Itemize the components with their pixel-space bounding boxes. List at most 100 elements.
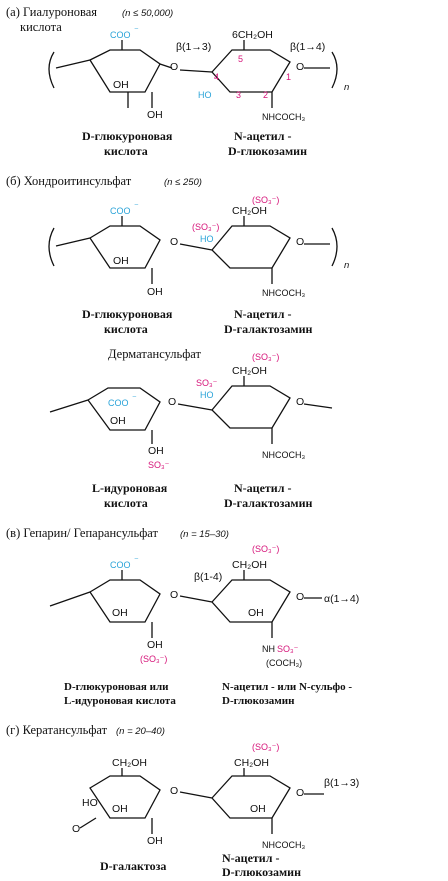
svg-text:OH: OH <box>250 803 266 815</box>
svg-text:O: O <box>296 787 304 799</box>
ring-left <box>87 387 161 431</box>
svg-text:OH: OH <box>112 607 128 619</box>
svg-text:OH: OH <box>147 835 163 847</box>
section-keratan: (г) Кератансульфат (n = 20–40) (SO₃⁻) CH… <box>6 723 359 879</box>
svg-text:5: 5 <box>238 54 243 64</box>
section-a-title-2: кислота <box>20 20 62 34</box>
linkage-2: α(1→4) <box>324 593 359 605</box>
ho-label: HO <box>198 90 212 100</box>
svg-text:CH₂OH: CH₂OH <box>112 757 147 769</box>
svg-text:CH₂OH: CH₂OH <box>234 757 269 769</box>
svg-text:SO₃⁻: SO₃⁻ <box>148 460 170 470</box>
linkage-2: β(1→3) <box>324 777 359 789</box>
oh-label-2: OH <box>147 109 163 121</box>
svg-text:n: n <box>344 260 349 271</box>
section-b-title: (б) Хондроитинсульфат <box>6 174 132 188</box>
ring-right <box>211 579 291 623</box>
coo-label: COO <box>110 30 131 40</box>
svg-text:O: O <box>170 589 178 601</box>
svg-text:(SO₃⁻): (SO₃⁻) <box>252 544 279 554</box>
svg-text:COO: COO <box>110 206 131 216</box>
dermatan-title: Дерматансульфат <box>108 347 202 361</box>
section-heparin: (в) Гепарин/ Гепарансульфат (n = 15–30) … <box>6 526 359 707</box>
left-sugar-name: D-глюкуроновая <box>82 129 173 143</box>
svg-text:N-ацетил -: N-ацетил - <box>234 307 291 321</box>
section-a-title: (а) Гиалуроновая <box>6 5 97 19</box>
svg-text:n: n <box>344 82 349 93</box>
svg-text:SO₃⁻: SO₃⁻ <box>196 378 218 388</box>
ring-right <box>211 225 291 269</box>
svg-text:OH: OH <box>148 445 164 457</box>
linkage-2: β(1→4) <box>290 41 325 53</box>
svg-text:O: O <box>296 396 304 408</box>
svg-text:4: 4 <box>214 72 219 82</box>
svg-text:HO: HO <box>200 390 214 400</box>
section-c-n: (n = 15–30) <box>180 529 229 540</box>
section-d-title: (г) Кератансульфат <box>6 723 108 737</box>
svg-text:D-глюкуроновая или: D-глюкуроновая или <box>64 681 169 693</box>
oh-label: OH <box>113 79 129 91</box>
svg-text:O: O <box>296 591 304 603</box>
svg-text:(SO₃⁻): (SO₃⁻) <box>140 654 167 664</box>
ring-right <box>211 385 291 429</box>
svg-text:D-глюкозамин: D-глюкозамин <box>222 695 295 707</box>
section-chondroitin: (б) Хондроитинсульфат (n ≤ 250) (SO₃⁻) C… <box>6 174 349 336</box>
so3-paren: (SO₃⁻) <box>252 195 279 205</box>
svg-text:⁻: ⁻ <box>134 25 139 35</box>
svg-text:O: O <box>72 823 80 835</box>
svg-text:кислота: кислота <box>104 322 148 336</box>
svg-text:CH₂OH: CH₂OH <box>232 205 267 217</box>
svg-text:(COCH₃): (COCH₃) <box>266 658 302 668</box>
svg-text:N-ацетил -: N-ацетил - <box>234 481 291 495</box>
svg-text:⁻: ⁻ <box>134 555 139 565</box>
svg-text:OH: OH <box>112 803 128 815</box>
svg-text:(SO₃⁻): (SO₃⁻) <box>252 742 279 752</box>
ch2oh-label: 6CH₂OH <box>232 29 273 41</box>
svg-text:L-идуроновая кислота: L-идуроновая кислота <box>64 695 176 707</box>
right-sugar-name-2: D-глюкозамин <box>228 144 307 158</box>
svg-text:COO: COO <box>108 398 129 408</box>
svg-text:CH₂OH: CH₂OH <box>232 365 267 377</box>
svg-text:N-ацетил -: N-ацетил - <box>222 851 279 865</box>
section-b-n: (n ≤ 250) <box>164 177 202 188</box>
section-dermatan: Дерматансульфат (SO₃⁻) CH₂OH SO₃⁻ HO COO… <box>49 347 333 510</box>
nhcoch3-label: NHCOCH₃ <box>262 112 305 122</box>
svg-text:O: O <box>170 61 178 73</box>
svg-text:D-галактоза: D-галактоза <box>100 859 166 873</box>
svg-text:D-глюкуроновая: D-глюкуроновая <box>82 307 173 321</box>
ring-left <box>89 225 161 269</box>
svg-text:O: O <box>170 236 178 248</box>
svg-text:⁻: ⁻ <box>134 201 139 211</box>
linkage-1: β(1→3) <box>176 41 211 53</box>
svg-text:OH: OH <box>248 607 264 619</box>
svg-text:NHCOCH₃: NHCOCH₃ <box>262 840 305 850</box>
svg-text:O: O <box>170 785 178 797</box>
svg-text:NHCOCH₃: NHCOCH₃ <box>262 450 305 460</box>
svg-text:SO₃⁻: SO₃⁻ <box>277 644 299 654</box>
ring-left <box>89 775 161 819</box>
svg-text:O: O <box>168 396 176 408</box>
section-hyaluronic: (а) Гиалуроновая (n ≤ 50,000) кислота CO… <box>6 5 349 158</box>
svg-text:OH: OH <box>147 286 163 298</box>
svg-text:1: 1 <box>286 72 291 82</box>
svg-text:OH: OH <box>147 639 163 651</box>
svg-text:NH: NH <box>262 644 275 654</box>
svg-text:O: O <box>296 236 304 248</box>
svg-text:D-галактозамин: D-галактозамин <box>224 496 313 510</box>
svg-text:(SO₃⁻): (SO₃⁻) <box>192 222 219 232</box>
svg-text:2: 2 <box>263 90 268 100</box>
linkage-1: β(1-4) <box>194 571 222 583</box>
svg-text:3: 3 <box>236 90 241 100</box>
section-a-n: (n ≤ 50,000) <box>122 8 173 19</box>
svg-text:⁻: ⁻ <box>132 393 137 403</box>
svg-text:N-ацетил - или N-сульфо -: N-ацетил - или N-сульфо - <box>222 681 352 693</box>
svg-text:OH: OH <box>113 255 129 267</box>
ring-left <box>89 579 161 623</box>
svg-text:OH: OH <box>110 415 126 427</box>
section-d-n: (n = 20–40) <box>116 726 165 737</box>
svg-text:D-галактозамин: D-галактозамин <box>224 322 313 336</box>
svg-text:(SO₃⁻): (SO₃⁻) <box>252 352 279 362</box>
ring-right <box>211 49 291 93</box>
ring-right <box>211 775 291 819</box>
